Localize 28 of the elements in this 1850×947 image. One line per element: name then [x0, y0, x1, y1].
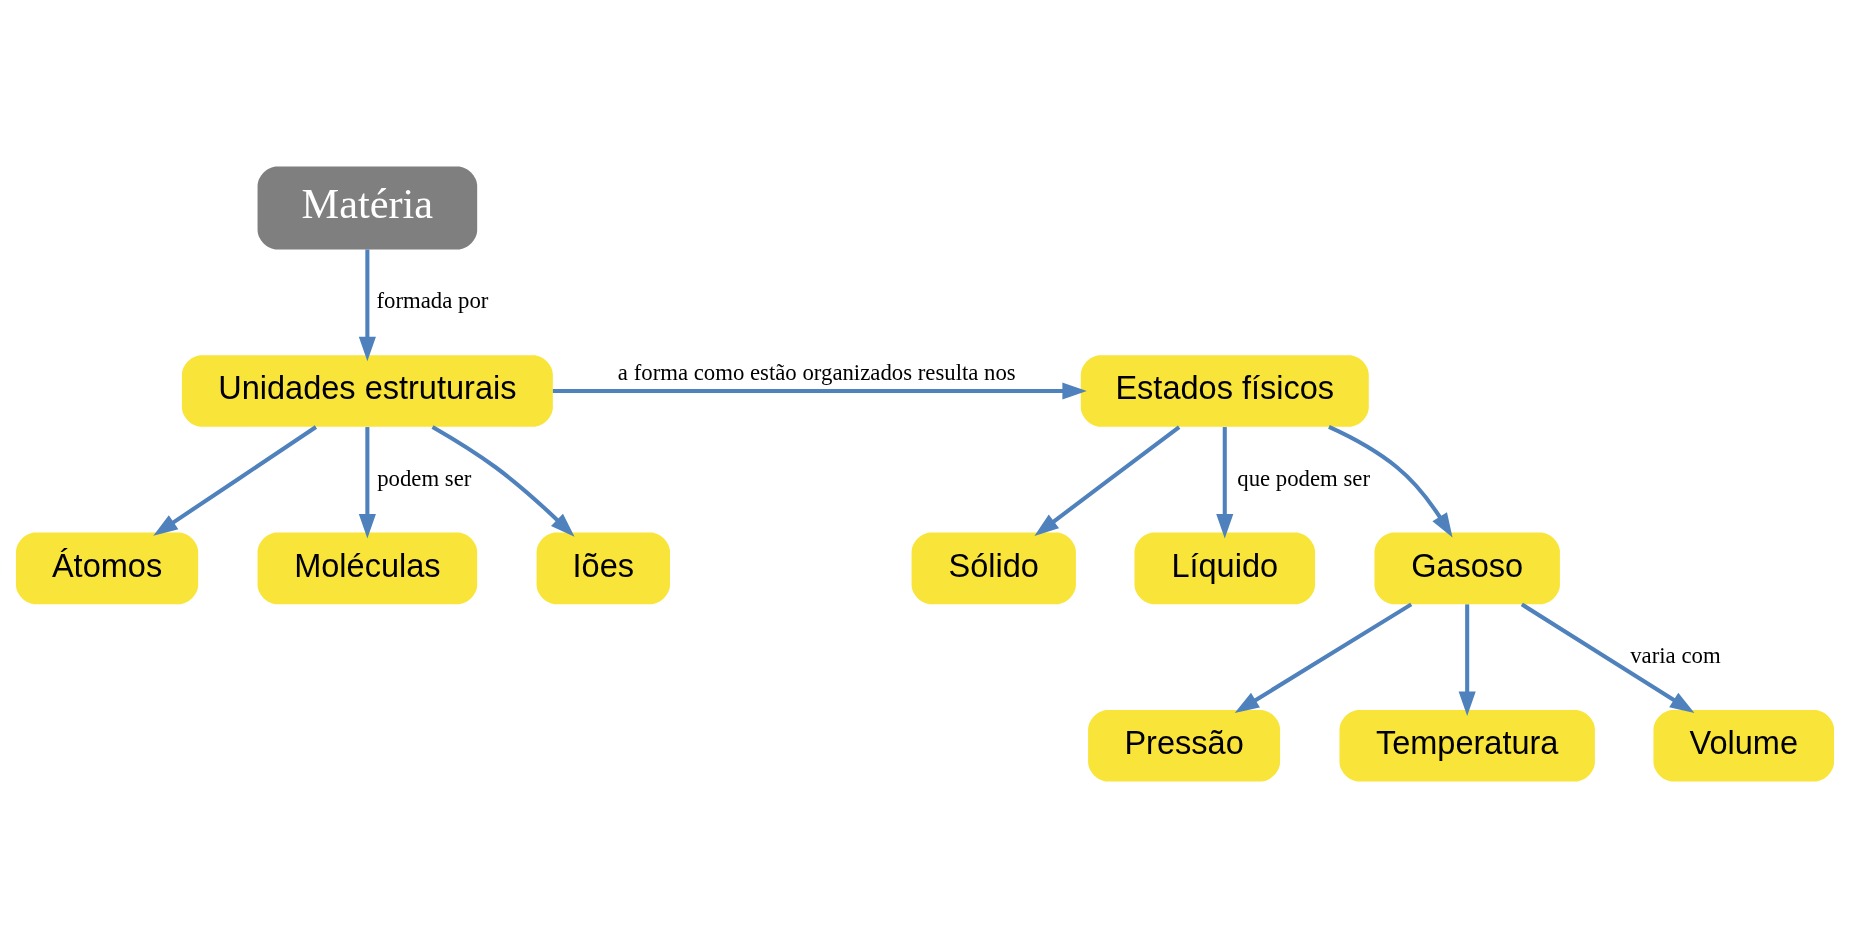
edge-label: a forma como estão organizados resulta nos — [617, 359, 1016, 385]
node-box: Sólido — [911, 532, 1076, 604]
node-box: Estados físicos — [1080, 354, 1369, 427]
node-box: Pressão — [1088, 709, 1281, 781]
arrow — [1216, 426, 1234, 539]
node-box: Temperatura — [1339, 709, 1595, 781]
arrow — [358, 249, 376, 361]
node-box: Iões — [536, 532, 670, 604]
node-box: Líquido — [1134, 532, 1316, 604]
arrow — [552, 381, 1087, 400]
arrow — [431, 424, 575, 537]
edge-label: formada por — [376, 287, 489, 313]
arrow — [1328, 424, 1453, 537]
arrow — [1034, 424, 1181, 536]
arrow — [358, 426, 376, 539]
node-box: Átomos — [15, 532, 199, 604]
node-box: Volume — [1653, 709, 1835, 781]
arrow — [1234, 602, 1413, 713]
node-box: Moléculas — [257, 532, 478, 604]
arrow — [1520, 602, 1695, 713]
edge-label: varia com — [1630, 642, 1721, 668]
edge-label: que podem ser — [1237, 465, 1371, 491]
node-box: Unidades estruturais — [181, 354, 553, 427]
arrow — [153, 424, 318, 536]
edge-label: podem ser — [377, 465, 472, 491]
node-box: Matéria — [257, 166, 478, 249]
arrow — [1458, 603, 1476, 716]
node-box: Gasoso — [1374, 532, 1560, 604]
